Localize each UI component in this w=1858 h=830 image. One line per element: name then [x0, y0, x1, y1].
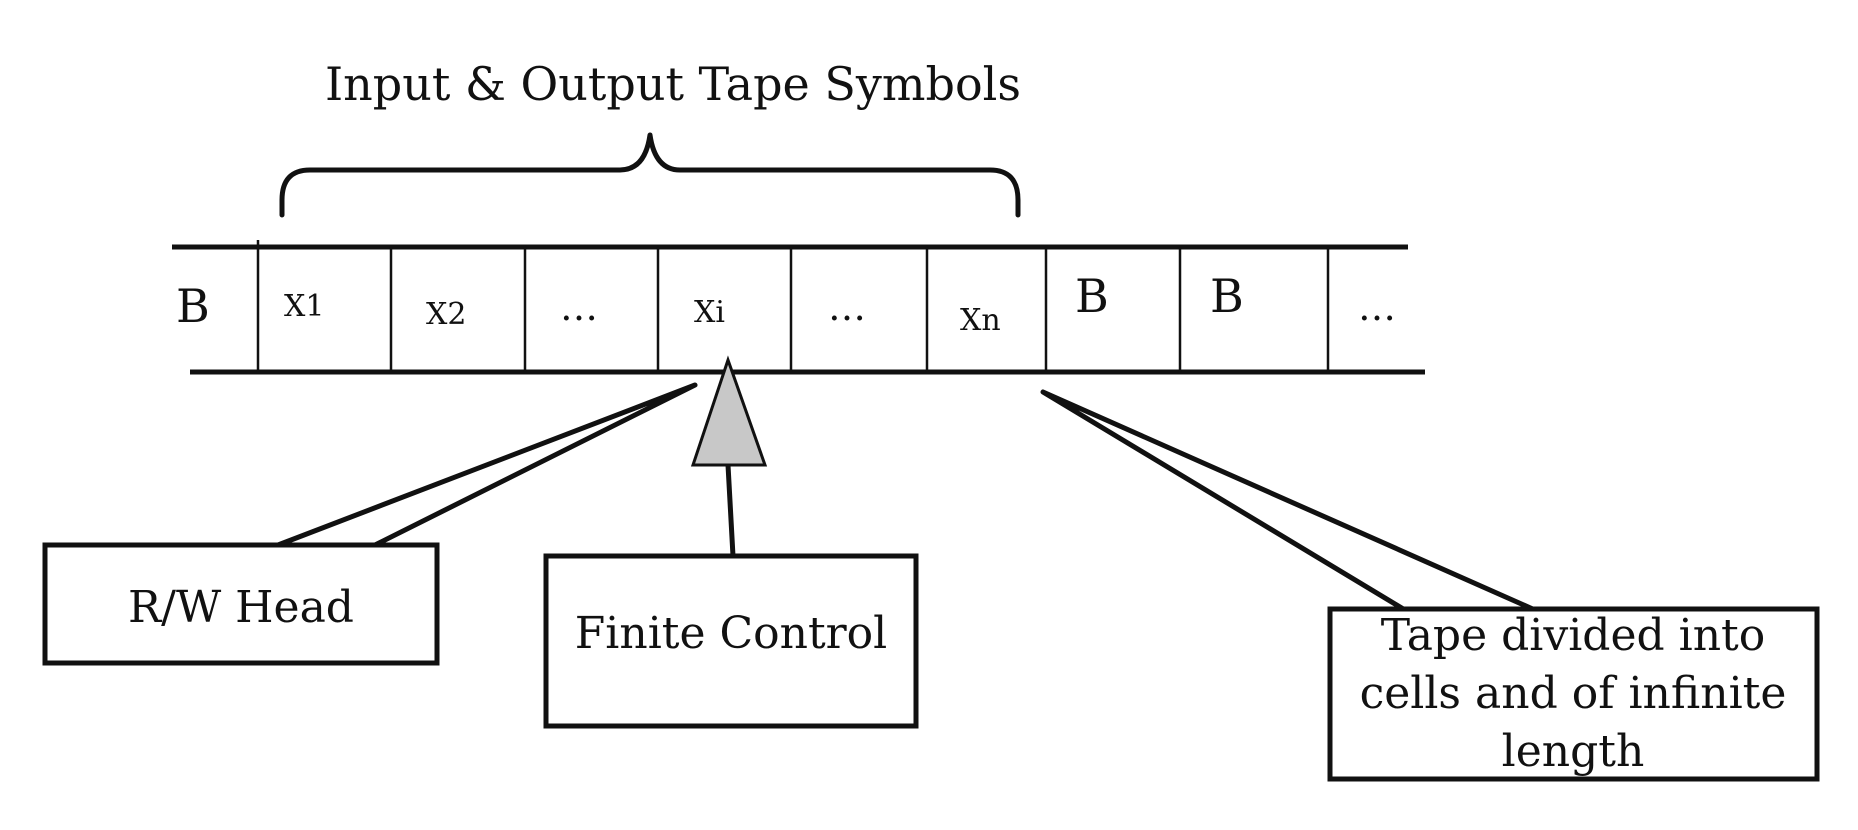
tape-note-line-2: cells and of infinite — [1360, 668, 1787, 719]
tape-cell-ellipsis-3: … — [1358, 285, 1396, 329]
read-write-head-triangle — [690, 355, 768, 467]
tape-note-box — [1327, 606, 1820, 782]
tape-cell-xn: Xn — [960, 303, 1001, 338]
rw-head-label: R/W Head — [128, 582, 354, 633]
tape-cell-ellipsis-1: … — [560, 285, 598, 329]
tape-cell-b-right-2: B — [1210, 269, 1244, 323]
tape-note-line-1: Tape divided into — [1381, 610, 1765, 661]
rw-head-callout-pointer — [275, 382, 698, 548]
tape-note-line-3: length — [1502, 726, 1645, 777]
tape-cell-b-left: B — [176, 279, 210, 333]
curly-brace — [279, 132, 1021, 218]
tape-cell-separators — [256, 240, 1330, 372]
rw-head-box — [42, 542, 440, 666]
tape-cell-x2: X2 — [426, 297, 466, 332]
tape-cell-xi: Xi — [694, 295, 725, 330]
finite-control-box — [543, 553, 919, 729]
finite-control-label: Finite Control — [575, 608, 888, 659]
tape-cell-ellipsis-2: … — [828, 285, 866, 329]
diagram-title: Input & Output Tape Symbols — [325, 57, 1021, 111]
tape-cell-x1: X1 — [284, 289, 324, 324]
tape-note-callout-pointer — [1040, 389, 1538, 613]
tape-cell-b-right-1: B — [1075, 269, 1109, 323]
control-connector — [725, 462, 736, 559]
